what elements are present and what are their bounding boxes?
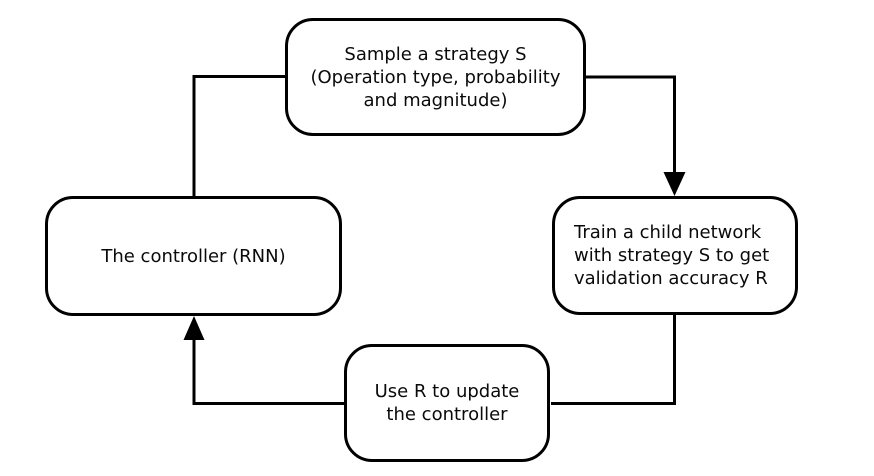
node-update-controller: Use R to update the controller <box>344 344 550 462</box>
arrowhead-up-icon <box>183 316 205 340</box>
node-controller-rnn: The controller (RNN) <box>45 196 342 316</box>
edge-update-to-controller <box>192 338 345 405</box>
arrowhead-down-icon <box>663 172 686 196</box>
node-sample-strategy-label: Sample a strategy S (Operation type, pro… <box>310 43 561 111</box>
node-train-child-network-label: Train a child network with strategy S to… <box>574 222 770 289</box>
edge-controller-to-sample <box>192 75 286 196</box>
edge-train-to-update <box>551 314 676 405</box>
node-sample-strategy: Sample a strategy S (Operation type, pro… <box>285 18 586 136</box>
node-controller-rnn-label: The controller (RNN) <box>101 245 286 267</box>
edge-sample-to-train <box>585 75 676 175</box>
node-update-controller-label: Use R to update the controller <box>374 381 520 425</box>
node-train-child-network: Train a child network with strategy S to… <box>552 196 798 315</box>
